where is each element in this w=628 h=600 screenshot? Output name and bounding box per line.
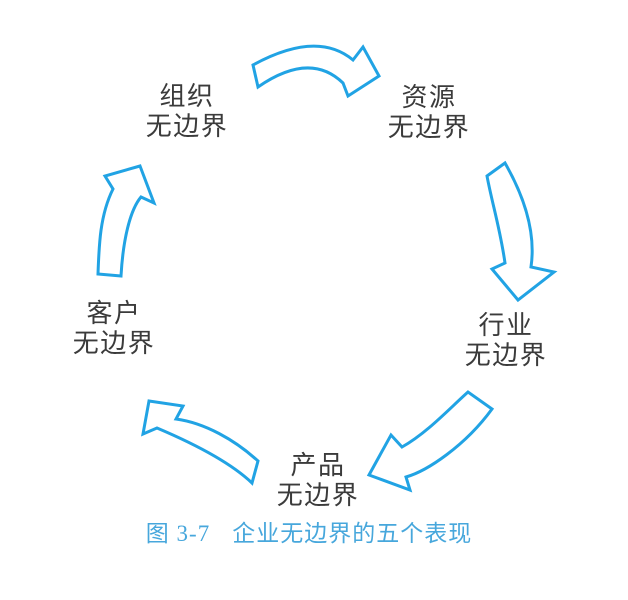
arrow-resources-to-industry-icon bbox=[485, 160, 558, 303]
node-organization-line2: 无边界 bbox=[145, 112, 229, 141]
figure-caption-number: 图 3-7 bbox=[145, 521, 211, 546]
arrow-product-to-customer-icon bbox=[141, 399, 260, 486]
arrow-organization-to-resources-icon bbox=[251, 44, 381, 99]
node-organization: 组织 无边界 bbox=[146, 82, 229, 142]
node-customer: 客户 无边界 bbox=[73, 299, 156, 359]
node-customer-line2: 无边界 bbox=[72, 329, 156, 358]
node-resources-line1: 资源 bbox=[401, 83, 457, 112]
node-industry-line2: 无边界 bbox=[464, 341, 548, 370]
node-industry: 行业 无边界 bbox=[465, 311, 548, 371]
node-product-line2: 无边界 bbox=[276, 481, 360, 510]
node-product: 产品 无边界 bbox=[277, 451, 360, 511]
figure-caption: 图 3-7 企业无边界的五个表现 bbox=[146, 519, 472, 549]
node-organization-line1: 组织 bbox=[159, 82, 215, 111]
node-resources-line2: 无边界 bbox=[387, 113, 471, 142]
arrow-industry-to-product-icon bbox=[366, 390, 495, 493]
figure-caption-title: 企业无边界的五个表现 bbox=[232, 521, 473, 546]
arrow-customer-to-organization-icon bbox=[96, 164, 157, 278]
node-customer-line1: 客户 bbox=[86, 299, 142, 328]
node-industry-line1: 行业 bbox=[478, 311, 534, 340]
node-product-line1: 产品 bbox=[290, 451, 346, 480]
node-resources: 资源 无边界 bbox=[388, 83, 471, 143]
